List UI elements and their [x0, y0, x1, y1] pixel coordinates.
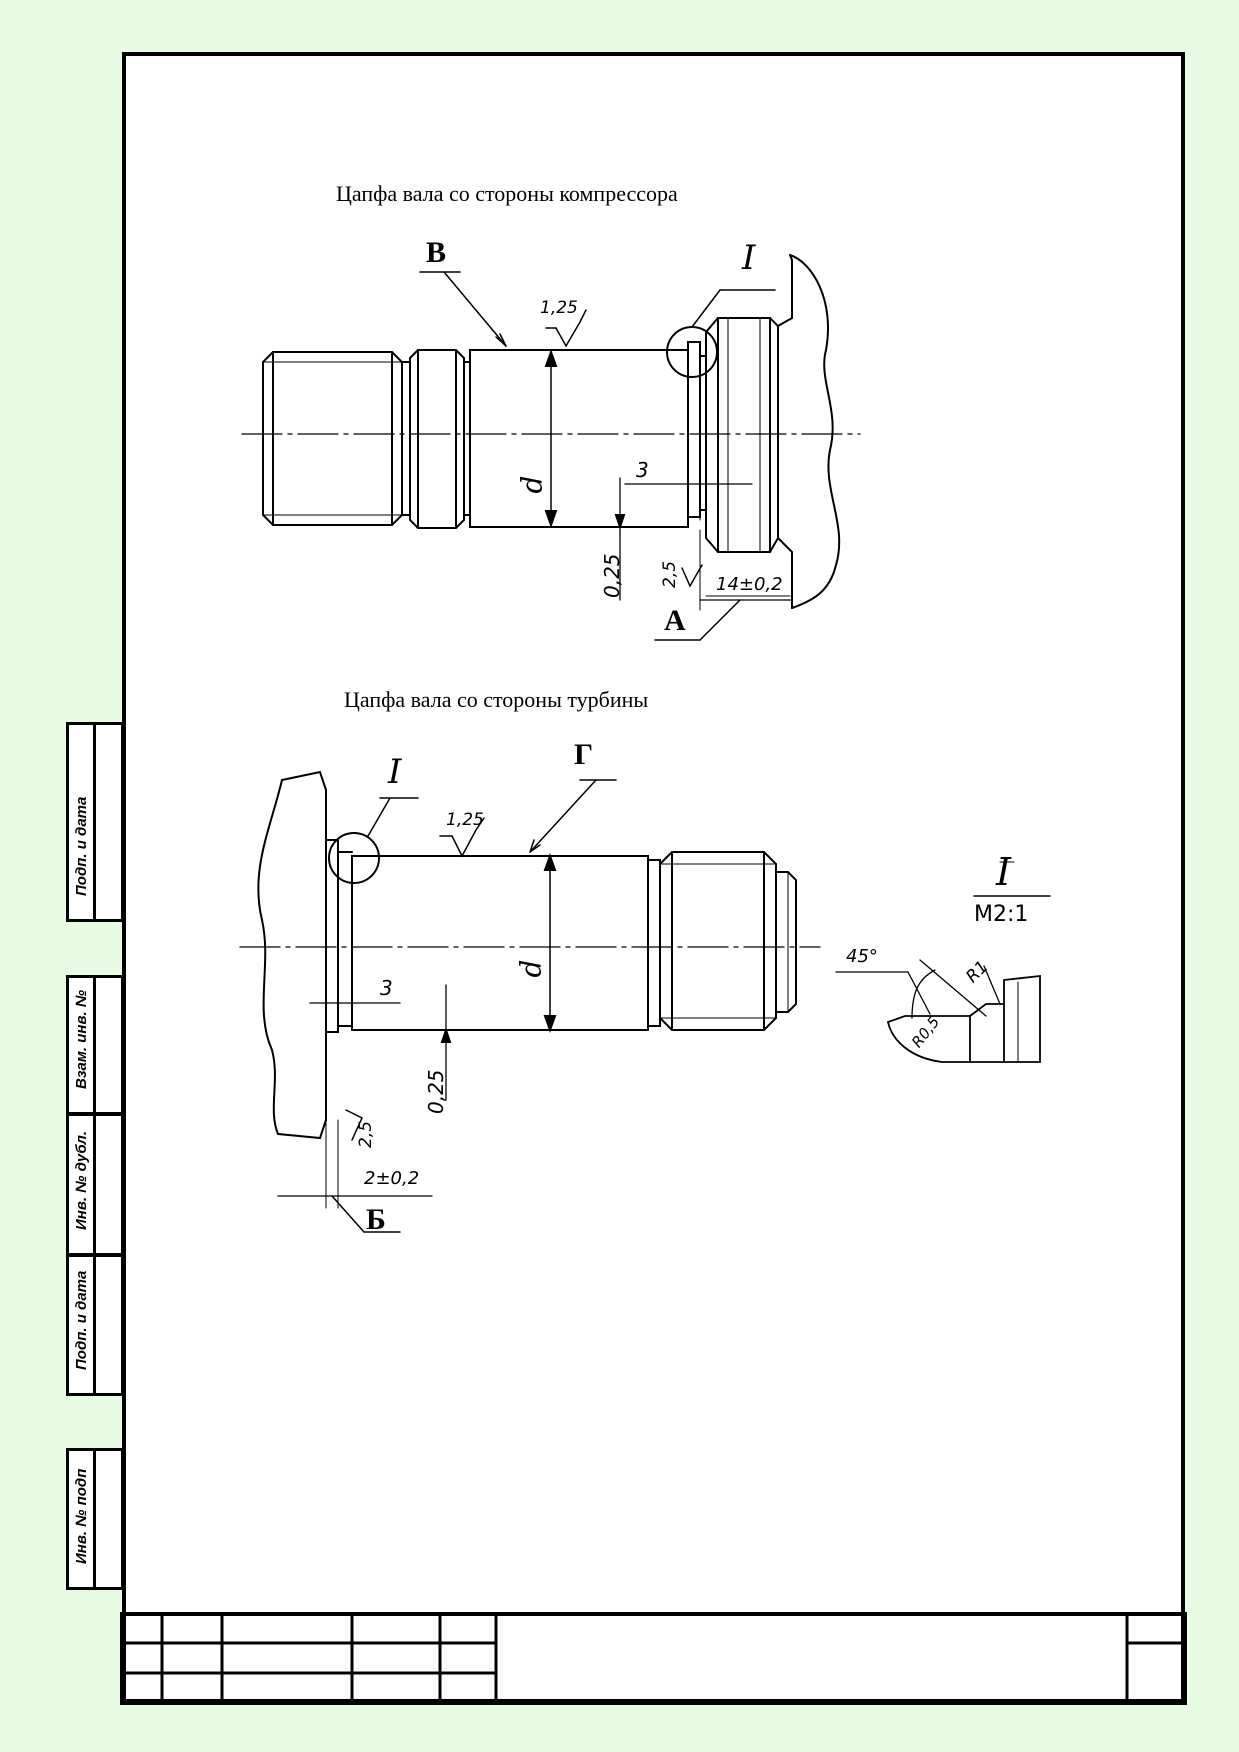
- detail-scale: М2:1: [974, 902, 1029, 927]
- bottom-view-title: Цапфа вала со стороны турбины: [344, 687, 649, 712]
- side-strip-orig-inv: Инв. № подп: [66, 1448, 124, 1590]
- dim-depth-bottom: 0,25: [424, 1069, 448, 1114]
- dim-diameter-bottom: d: [514, 959, 548, 978]
- roughness-main-bottom: 1,25: [446, 810, 484, 830]
- dim-width-bottom: 3: [380, 976, 393, 1000]
- drawing-sheet: [122, 52, 1185, 1703]
- dim-depth-top: 0,25: [600, 553, 624, 598]
- detail-mark-bottom: I: [388, 752, 402, 792]
- dim-length-bottom: 2±0,2: [364, 1168, 420, 1189]
- dim-length-top: 14±0,2: [716, 574, 783, 595]
- dim-diameter-top: d: [515, 475, 549, 494]
- side-strip-sign-date-2: Подп. и дата: [66, 1254, 124, 1396]
- dim-width-top: 3: [636, 458, 649, 482]
- detail-angle: 45°: [846, 946, 878, 967]
- side-strip-sign-date-1: Подп. и дата: [66, 722, 124, 922]
- section-letter-g: Г: [574, 738, 594, 771]
- section-letter-b: Б: [366, 1203, 386, 1236]
- section-letter-v: В: [426, 236, 447, 269]
- detail-mark-top: I: [742, 238, 756, 278]
- roughness-face-bottom: 2,5: [356, 1120, 376, 1148]
- roughness-main-top: 1,25: [540, 298, 578, 318]
- roughness-face-top: 2,5: [660, 560, 680, 588]
- detail-mark: I: [996, 850, 1012, 894]
- section-letter-a: А: [664, 604, 686, 637]
- top-view-title: Цапфа вала со стороны компрессора: [336, 181, 678, 206]
